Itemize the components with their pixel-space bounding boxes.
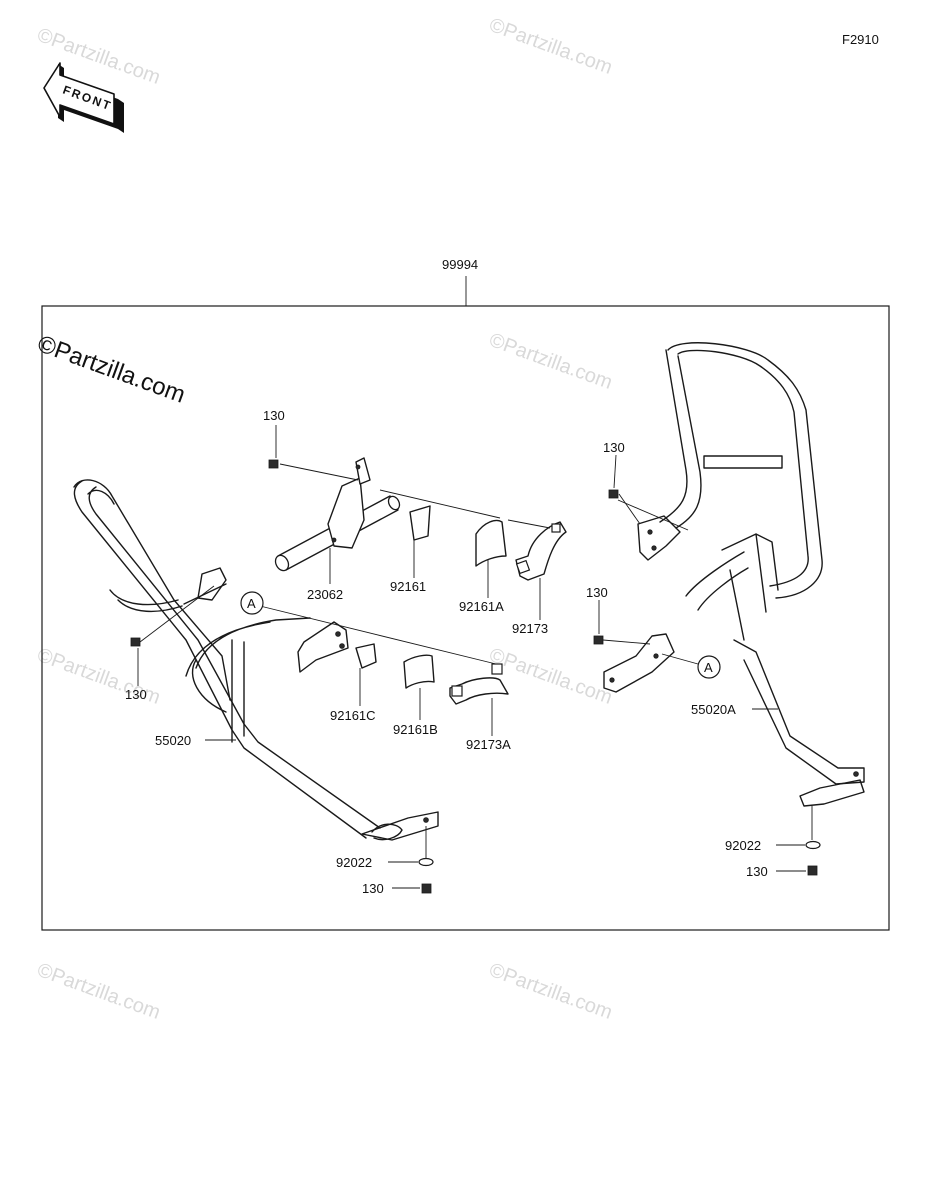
bolt-130-bottom-right	[807, 865, 818, 876]
bolt-130-bottom-left	[421, 883, 432, 894]
front-arrow-icon: FRONT	[43, 62, 124, 133]
label-92161B: 92161B	[393, 722, 438, 737]
bolt-130-left	[130, 637, 141, 647]
label-55020: 55020	[155, 733, 191, 748]
label-99994: 99994	[442, 257, 478, 272]
label-92173: 92173	[512, 621, 548, 636]
label-130-left: 130	[125, 687, 147, 702]
pad-92161B	[403, 654, 435, 689]
label-92022-left: 92022	[336, 855, 372, 870]
pad-92161C	[355, 643, 377, 669]
left-guard-55020	[73, 479, 439, 841]
label-130-bottom-left: 130	[362, 881, 384, 896]
watermark-primary: ©Partzilla.com	[34, 330, 189, 408]
label-130-upper-left: 130	[263, 408, 285, 423]
label-130-bottom-right: 130	[746, 864, 768, 879]
label-92173A: 92173A	[466, 737, 511, 752]
kit-frame	[41, 305, 890, 931]
callout-a-right	[697, 655, 721, 679]
label-leaders	[137, 425, 806, 889]
callout-a-left-label: A	[247, 596, 256, 611]
callout-a-right-label: A	[704, 660, 713, 675]
pad-92161A	[475, 519, 507, 567]
right-guard-55020A	[603, 342, 865, 807]
figure-code: F2910	[842, 32, 879, 47]
callout-a-left	[240, 591, 264, 615]
label-130-upper-right: 130	[603, 440, 625, 455]
washer-92022-right	[805, 840, 821, 850]
bolt-130-upper-left	[268, 459, 279, 469]
washer-92022-left	[418, 857, 434, 867]
watermarks: ©Partzilla.com ©Partzilla.com ©Partzilla…	[34, 14, 615, 1024]
lower-bracket	[297, 621, 349, 673]
watermark: ©Partzilla.com	[486, 959, 615, 1024]
clamp-92173A	[449, 677, 509, 705]
pipe-23062	[274, 457, 401, 572]
label-92161C: 92161C	[330, 708, 376, 723]
label-92161: 92161	[390, 579, 426, 594]
watermark: ©Partzilla.com	[486, 644, 615, 709]
label-130-right: 130	[586, 585, 608, 600]
watermark: ©Partzilla.com	[34, 959, 163, 1024]
clamp-92173	[515, 521, 567, 581]
bolt-130-upper-right	[608, 489, 619, 499]
pad-92161	[409, 505, 431, 541]
watermark: ©Partzilla.com	[486, 329, 615, 394]
watermark: ©Partzilla.com	[486, 14, 615, 79]
label-55020A: 55020A	[691, 702, 736, 717]
label-92161A: 92161A	[459, 599, 504, 614]
label-23062: 23062	[307, 587, 343, 602]
alignment-lines	[139, 463, 813, 858]
bolt-130-right	[593, 635, 604, 645]
label-92022-right: 92022	[725, 838, 761, 853]
